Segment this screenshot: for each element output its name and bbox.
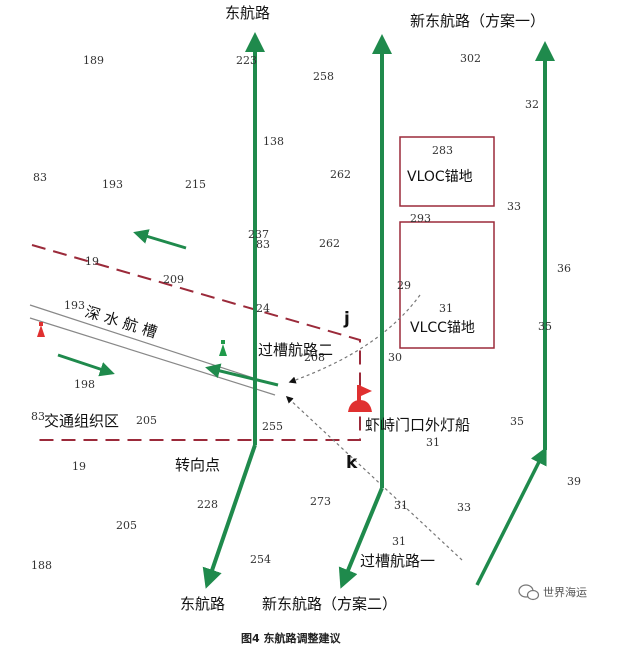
- depth-label: 29: [397, 279, 411, 292]
- point-j-label: j: [343, 309, 350, 329]
- depth-label: 189: [83, 54, 104, 67]
- wechat-icon: [518, 584, 540, 601]
- watermark-text: 世界海运: [543, 585, 587, 599]
- depth-label: 273: [310, 495, 331, 508]
- depth-label: 19: [72, 460, 86, 473]
- crossing-route-2-label: 过槽航路二: [258, 341, 333, 359]
- depth-label: 198: [74, 378, 95, 391]
- lightship-icon: [348, 385, 372, 412]
- new-east-route-plan2-label: 新东航路（方案二）: [262, 595, 397, 613]
- depth-label: 193: [64, 299, 85, 312]
- deep-channel: [29, 304, 276, 396]
- flow-arrows: [57, 229, 279, 387]
- depth-label: 19: [85, 255, 99, 268]
- depth-label: 35: [510, 415, 524, 428]
- new-east-route-plan1-south: [475, 446, 547, 586]
- depth-label: 193: [102, 178, 123, 191]
- crossing-route-1-label: 过槽航路一: [360, 552, 435, 570]
- new-east-route-plan1-label: 新东航路（方案一）: [410, 12, 545, 30]
- depth-label: 228: [197, 498, 218, 511]
- east-route-top-label: 东航路: [225, 4, 270, 22]
- depth-label: 283: [432, 144, 453, 157]
- depth-label: 31: [439, 302, 453, 315]
- depth-label: 205: [116, 519, 137, 532]
- figure-caption: 图4 东航路调整建议: [241, 631, 341, 645]
- depth-label: 33: [457, 501, 471, 514]
- traffic-zone-label: 交通组织区: [44, 412, 119, 430]
- traffic-zone-boundary: [31, 244, 361, 441]
- buoy-icon-west: [37, 322, 45, 337]
- vloc-anchorage-label: VLOC锚地: [407, 169, 473, 185]
- depth-label: 255: [262, 420, 283, 433]
- buoy-icon-green: [219, 340, 227, 356]
- depth-label: 262: [330, 168, 351, 181]
- depth-label: 262: [319, 237, 340, 250]
- depth-label: 24: [256, 302, 270, 315]
- new-east-route-plan2-south: [338, 487, 384, 589]
- depth-label: 215: [185, 178, 206, 191]
- depth-label: 254: [250, 553, 271, 566]
- depth-label: 205: [136, 414, 157, 427]
- depth-label: 258: [313, 70, 334, 83]
- watermark: 世界海运: [518, 584, 587, 601]
- depth-label: 293: [410, 212, 431, 225]
- depth-soundings: 189 223 258 302 32 138 283 83 193 215 26…: [31, 52, 581, 572]
- depth-label: 83: [33, 171, 47, 184]
- depth-label: 32: [525, 98, 539, 111]
- depth-label: 31: [392, 535, 406, 548]
- depth-label: 138: [263, 135, 284, 148]
- depth-label: 39: [567, 475, 581, 488]
- depth-label: 237: [248, 228, 269, 241]
- turning-point-label: 转向点: [175, 456, 220, 474]
- depth-label: 31: [426, 436, 440, 449]
- point-k-label: k: [346, 453, 358, 473]
- vlcc-anchorage-label: VLCC锚地: [410, 320, 475, 336]
- vlcc-anchorage-box: [399, 221, 495, 349]
- depth-label: 35: [538, 320, 552, 333]
- vloc-anchorage-box: [399, 136, 495, 207]
- depth-label: 302: [460, 52, 481, 65]
- depth-label: 209: [163, 273, 184, 286]
- lightship-label: 虾峙门口外灯船: [365, 416, 470, 434]
- depth-label: 208: [304, 351, 325, 364]
- crossing-guide-lines: [285, 294, 463, 561]
- east-route-south: [202, 444, 257, 589]
- routes: [202, 32, 555, 589]
- depth-label: 223: [236, 54, 257, 67]
- depth-label: 30: [388, 351, 402, 364]
- east-route-bottom-label: 东航路: [180, 595, 225, 613]
- deep-channel-label: 深 水 航 槽: [83, 303, 159, 342]
- depth-label: 31: [394, 499, 408, 512]
- depth-label: 83: [256, 238, 270, 251]
- depth-label: 36: [557, 262, 571, 275]
- depth-label: 33: [507, 200, 521, 213]
- depth-label: 83: [31, 410, 45, 423]
- depth-label: 188: [31, 559, 52, 572]
